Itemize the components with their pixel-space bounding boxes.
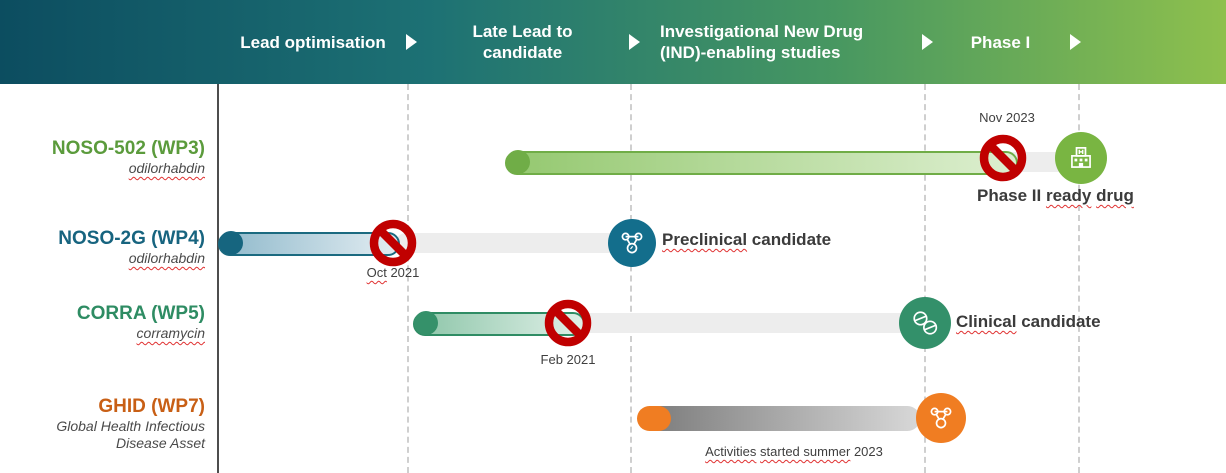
milestone-text: Clinical bbox=[956, 312, 1017, 331]
pills-icon bbox=[899, 297, 951, 349]
phase-ind-enabling-studies: Investigational New Drug (IND)-enabling … bbox=[645, 0, 915, 84]
timeline-bar-noso-502 bbox=[505, 151, 1018, 175]
project-compound: odilorhabdin bbox=[128, 160, 205, 176]
gridline bbox=[924, 84, 926, 473]
project-compound: corramycin bbox=[136, 325, 205, 341]
no-entry-icon bbox=[544, 299, 592, 347]
row-label-corra: CORRA (WP5) corramycin bbox=[0, 303, 205, 342]
phase-header-band: Lead optimisation Late Lead to candidate… bbox=[0, 0, 1226, 84]
phase-label: Lead optimisation bbox=[240, 32, 386, 52]
row-label-ghid: GHID (WP7) Global Health Infectious Dise… bbox=[0, 396, 205, 452]
phase-lead-optimisation: Lead optimisation bbox=[218, 0, 408, 84]
gridline bbox=[630, 84, 632, 473]
no-entry-icon bbox=[979, 134, 1027, 182]
bar-start-cap bbox=[414, 311, 438, 335]
phase-label: Investigational New Drug (IND)-enabling … bbox=[660, 22, 864, 62]
phase-phase-1: Phase I bbox=[938, 0, 1063, 84]
chevron-right-icon bbox=[922, 34, 933, 50]
chevron-right-icon bbox=[629, 34, 640, 50]
milestone-text: candidate bbox=[1016, 312, 1101, 331]
phase-label: Late Lead to candidate bbox=[472, 22, 573, 62]
stop-date: Feb 2021 bbox=[540, 352, 596, 367]
chevron-right-icon bbox=[1070, 34, 1081, 50]
row-label-noso-502: NOSO-502 (WP3) odilorhabdin bbox=[0, 138, 205, 177]
milestone-label-clinical-candidate: Clinical candidate bbox=[956, 312, 1101, 332]
project-title: CORRA (WP5) bbox=[76, 303, 205, 324]
project-title: NOSO-2G (WP4) bbox=[58, 228, 205, 249]
molecule-icon bbox=[608, 219, 656, 267]
row-label-noso-2g: NOSO-2G (WP4) odilorhabdin bbox=[0, 228, 205, 267]
milestone-text: Phase II bbox=[977, 186, 1046, 205]
no-entry-icon bbox=[369, 219, 417, 267]
stop-date: Oct 2021 bbox=[366, 265, 420, 280]
milestone-label-preclinical-candidate: Preclinical candidate bbox=[662, 230, 831, 250]
project-title: GHID (WP7) bbox=[98, 396, 205, 417]
timeline-axis bbox=[217, 84, 219, 473]
gridline bbox=[1078, 84, 1080, 473]
activity-note: Activities started summer 2023 bbox=[705, 444, 883, 459]
bar-start-cap bbox=[219, 231, 243, 255]
connector-bar bbox=[396, 233, 636, 253]
chevron-right-icon bbox=[406, 34, 417, 50]
phase-label: Phase I bbox=[970, 32, 1031, 52]
bar-start-cap bbox=[506, 150, 530, 174]
timeline-bar-ghid bbox=[648, 406, 920, 431]
project-description: Global Health Infectious Disease Asset bbox=[56, 418, 205, 451]
gridline bbox=[407, 84, 409, 473]
project-title: NOSO-502 (WP3) bbox=[51, 138, 205, 159]
phase-late-lead-to-candidate: Late Lead to candidate bbox=[420, 0, 625, 84]
molecule-icon bbox=[916, 393, 966, 443]
stop-date: Nov 2023 bbox=[979, 110, 1035, 125]
milestone-text: drug bbox=[1096, 186, 1134, 205]
milestone-text: candidate bbox=[747, 230, 832, 249]
milestone-text: Preclinical bbox=[662, 230, 748, 249]
project-compound: odilorhabdin bbox=[128, 250, 205, 266]
milestone-text: ready bbox=[1045, 186, 1092, 205]
connector-bar bbox=[580, 313, 926, 333]
milestone-label-phase2-ready-drug: Phase II ready drug bbox=[977, 186, 1134, 206]
bar-start-cap bbox=[637, 406, 671, 431]
hospital-icon bbox=[1055, 132, 1107, 184]
